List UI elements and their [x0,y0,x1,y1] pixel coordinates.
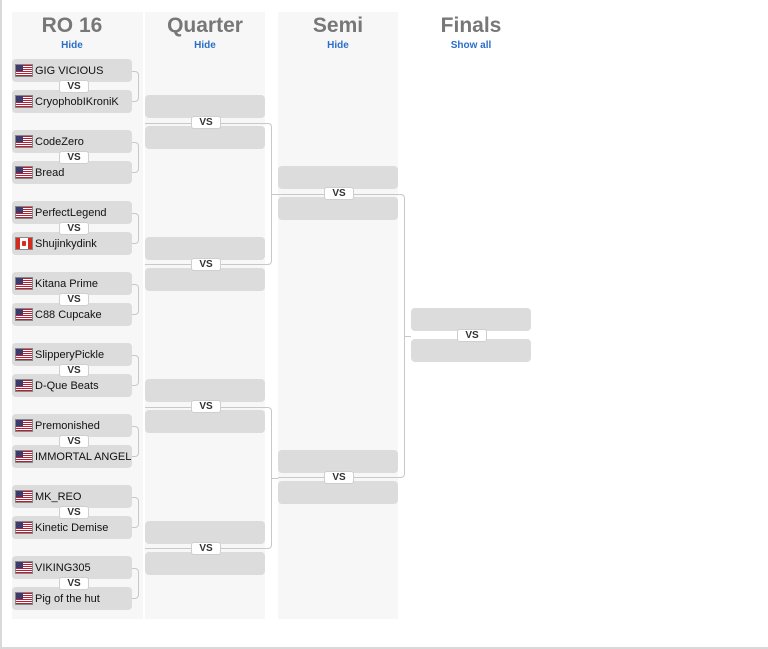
us-flag-icon [15,348,33,361]
team-name: D-Que Beats [35,379,99,392]
team-name: Bread [35,166,65,179]
round-title-finals: Finals [440,14,502,37]
us-flag-icon [15,419,33,432]
empty-slot[interactable] [278,481,398,504]
us-flag-icon [15,379,33,392]
team-name: CodeZero [35,135,84,148]
us-flag-icon [15,95,33,108]
team-slot[interactable]: Premonished [12,414,132,437]
us-flag-icon [15,64,33,77]
vs-badge[interactable]: VS [191,400,221,413]
empty-slot[interactable] [145,95,265,118]
vs-badge[interactable]: VS [324,187,354,200]
connector-line [272,194,278,195]
empty-slot[interactable] [145,268,265,291]
team-slot[interactable]: Pig of the hut [12,587,132,610]
team-slot[interactable]: GIG VICIOUS [12,59,132,82]
vs-badge[interactable]: VS [191,258,221,271]
team-slot[interactable]: Kitana Prime [12,272,132,295]
ro16-hide-link[interactable]: Hide [61,40,83,51]
vs-badge[interactable]: VS [59,435,89,448]
empty-slot[interactable] [411,339,531,362]
vs-badge[interactable]: VS [191,542,221,555]
semi-hide-link[interactable]: Hide [327,40,349,51]
quarter-hide-link[interactable]: Hide [194,40,216,51]
empty-slot[interactable] [145,410,265,433]
team-name: IMMORTAL ANGEL [35,450,132,463]
us-flag-icon [15,490,33,503]
team-slot[interactable]: IMMORTAL ANGEL [12,445,132,468]
vs-badge[interactable]: VS [191,116,221,129]
team-name: MK_REO [35,490,82,503]
team-slot[interactable]: Shujinkydink [12,232,132,255]
empty-slot[interactable] [411,308,531,331]
connector-line [405,336,411,337]
us-flag-icon [15,450,33,463]
team-slot[interactable]: D-Que Beats [12,374,132,397]
team-name: Shujinkydink [35,237,97,250]
team-slot[interactable]: C88 Cupcake [12,303,132,326]
round-title-quarter: Quarter [167,14,243,37]
team-name: SlipperyPickle [35,348,105,361]
team-slot[interactable]: SlipperyPickle [12,343,132,366]
team-slot[interactable]: Kinetic Demise [12,516,132,539]
us-flag-icon [15,166,33,179]
team-slot[interactable]: Bread [12,161,132,184]
empty-slot[interactable] [145,126,265,149]
vs-badge[interactable]: VS [59,80,89,93]
round-title-semi: Semi [312,14,364,37]
canada-flag-icon [15,237,33,250]
vs-badge[interactable]: VS [59,506,89,519]
team-name: CryophobIKroniK [35,95,119,108]
vs-badge[interactable]: VS [59,364,89,377]
us-flag-icon [15,277,33,290]
team-name: GIG VICIOUS [35,64,104,77]
connector-line [272,478,278,479]
round-title-ro16: RO 16 [41,14,103,37]
team-slot[interactable]: CodeZero [12,130,132,153]
team-name: C88 Cupcake [35,308,102,321]
us-flag-icon [15,308,33,321]
vs-badge[interactable]: VS [324,471,354,484]
match-connector [278,194,405,478]
empty-slot[interactable] [278,197,398,220]
empty-slot[interactable] [145,521,265,544]
empty-slot[interactable] [145,552,265,575]
vs-badge[interactable]: VS [59,577,89,590]
empty-slot[interactable] [145,237,265,260]
empty-slot[interactable] [278,166,398,189]
team-name: PerfectLegend [35,206,107,219]
finals-show-all-link[interactable]: Show all [450,40,492,51]
team-slot[interactable]: MK_REO [12,485,132,508]
empty-slot[interactable] [145,379,265,402]
us-flag-icon [15,561,33,574]
team-name: Pig of the hut [35,592,100,605]
team-slot[interactable]: CryophobIKroniK [12,90,132,113]
vs-badge[interactable]: VS [59,222,89,235]
us-flag-icon [15,206,33,219]
team-name: Premonished [35,419,100,432]
team-slot[interactable]: PerfectLegend [12,201,132,224]
team-slot[interactable]: VIKING305 [12,556,132,579]
team-name: Kitana Prime [35,277,98,290]
empty-slot[interactable] [278,450,398,473]
vs-badge[interactable]: VS [457,329,487,342]
team-name: VIKING305 [35,561,91,574]
us-flag-icon [15,521,33,534]
team-name: Kinetic Demise [35,521,109,534]
us-flag-icon [15,135,33,148]
vs-badge[interactable]: VS [59,151,89,164]
us-flag-icon [15,592,33,605]
vs-badge[interactable]: VS [59,293,89,306]
semi-column [278,12,398,619]
